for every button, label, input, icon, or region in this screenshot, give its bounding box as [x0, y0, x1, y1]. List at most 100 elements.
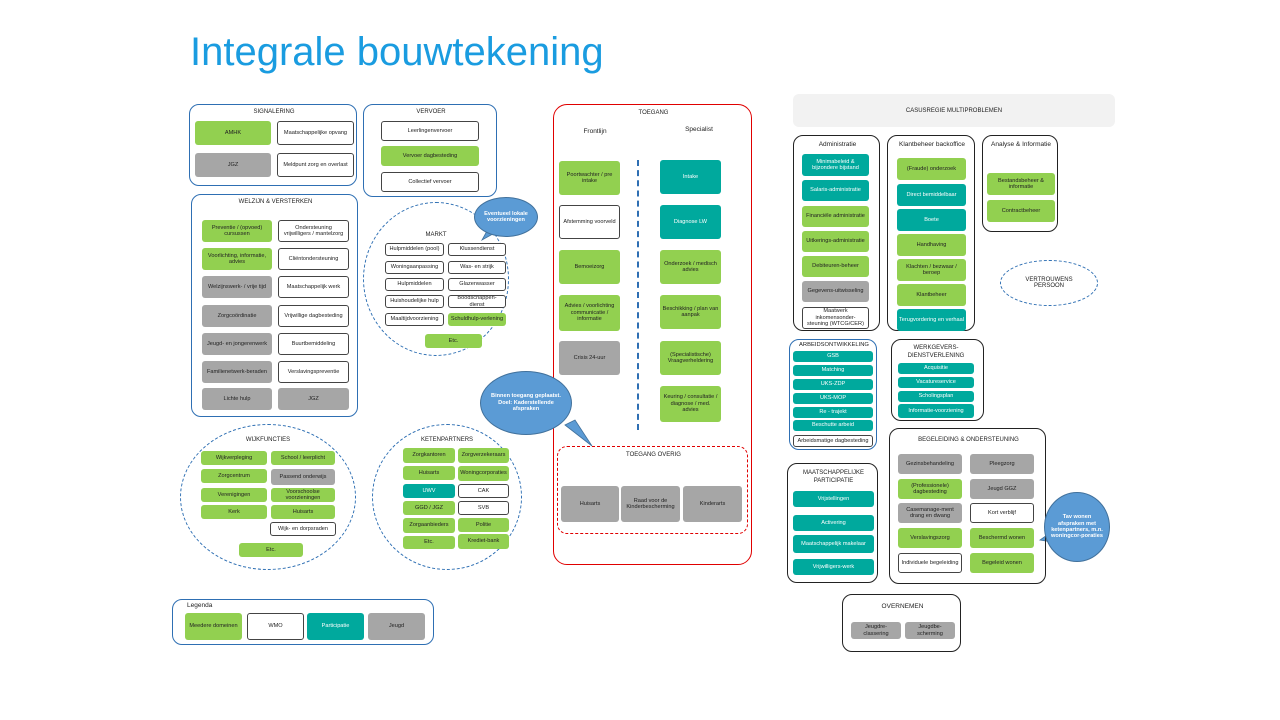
node-huisarts-keten[interactable]: Huisarts	[403, 466, 455, 480]
node-klantbeheer[interactable]: Klantbeheer	[897, 284, 966, 306]
node-meldpunt-zorg[interactable]: Meldpunt zorg en overlast	[277, 153, 354, 177]
node-jeugd-ggz[interactable]: Jeugd GGZ	[970, 479, 1034, 499]
node-maatschappelijk-werk[interactable]: Maatschappelijk werk	[278, 276, 349, 298]
node-keten-etc[interactable]: Etc.	[403, 536, 455, 549]
node-school-leerplicht[interactable]: School / leerplicht	[271, 451, 335, 465]
node-wijk-dorpsraden[interactable]: Wijk- en dorpsraden	[270, 522, 336, 536]
node-politie[interactable]: Politie	[458, 518, 509, 532]
node-klachten-bezwaar[interactable]: Klachten / bezwaar / beroep	[897, 259, 966, 281]
node-markt-etc[interactable]: Etc.	[425, 334, 482, 348]
node-wijk-etc[interactable]: Etc.	[239, 543, 303, 557]
node-glazenwasser[interactable]: Glazenwasser	[448, 278, 506, 291]
node-handhaving[interactable]: Handhaving	[897, 234, 966, 256]
node-activering[interactable]: Activering	[793, 515, 874, 531]
node-bestandsbeheer[interactable]: Bestandsbeheer & informatie	[987, 173, 1055, 195]
node-zorgcoordinatie[interactable]: Zorgcoördinatie	[202, 305, 272, 327]
node-maatschappelijke-opvang[interactable]: Maatschappelijke opvang	[277, 121, 354, 145]
node-minimabeleid[interactable]: Minimabeleid & bijzondere bijstand	[802, 154, 869, 176]
node-beschikking[interactable]: Beschikking / plan van aanpak	[660, 295, 721, 329]
node-boodschappendienst[interactable]: Boodschappen-dienst	[448, 295, 506, 308]
node-jeugdreclassering[interactable]: Jeugdre-classering	[851, 622, 901, 639]
node-zorgcentrum[interactable]: Zorgcentrum	[201, 469, 267, 483]
node-bemoeizorg[interactable]: Bemoeizorg	[559, 250, 620, 284]
node-diagnose-lw[interactable]: Diagnose LW	[660, 205, 721, 239]
node-wijkverpleging[interactable]: Wijkverpleging	[201, 451, 267, 465]
node-re-trajekt[interactable]: Re - trajekt	[793, 407, 873, 418]
node-terugvordering[interactable]: Terugvordering en verhaal	[897, 309, 966, 331]
node-welzijnswerk[interactable]: Welzijnswerk- / vrije tijd	[202, 276, 272, 298]
node-vacatureservice[interactable]: Vacatureservice	[898, 377, 974, 388]
node-huishoudelijke-hulp[interactable]: Huishoudelijke hulp	[385, 295, 444, 308]
node-huisarts-toegang[interactable]: Huisarts	[561, 486, 619, 522]
node-woningcorporaties[interactable]: Woningcorporaties	[458, 466, 509, 481]
node-individuele-begeleiding[interactable]: Individuele begeleiding	[898, 553, 962, 573]
node-gegevensuitwisseling[interactable]: Gegevens-uitwisseling	[802, 281, 869, 302]
node-acquisitie[interactable]: Acquisitie	[898, 363, 974, 374]
node-contractbeheer[interactable]: Contractbeheer	[987, 200, 1055, 222]
node-professionele-dagbesteding[interactable]: (Professionele) dagbesteding	[898, 479, 962, 499]
node-klussendienst[interactable]: Klussendienst	[448, 243, 506, 256]
node-jeugdbescherming[interactable]: Jeugdbe-scherming	[905, 622, 955, 639]
node-gsb[interactable]: GSB	[793, 351, 873, 362]
node-uwv[interactable]: UWV	[403, 484, 455, 498]
node-vrijstellingen[interactable]: Vrijstellingen	[793, 491, 874, 507]
node-crisis-24-uur[interactable]: Crisis 24-uur	[559, 341, 620, 375]
node-amhk[interactable]: AMHK	[195, 121, 271, 145]
node-uks-zdp[interactable]: UKS-ZDP	[793, 379, 873, 390]
node-debiteurenbeheer[interactable]: Debiteuren-beheer	[802, 256, 869, 277]
node-vrijwillige-dagbesteding[interactable]: Vrijwillige dagbesteding	[278, 305, 349, 327]
node-lichte-hulp[interactable]: Lichte hulp	[202, 388, 272, 410]
node-raad-kinderbescherming[interactable]: Raad voor de Kinderbescherming	[621, 486, 680, 522]
node-was-strijk[interactable]: Was- en strijk	[448, 261, 506, 274]
node-svb[interactable]: SVB	[458, 501, 509, 515]
node-vervoer-dagbesteding[interactable]: Vervoer dagbesteding	[381, 146, 479, 166]
node-matching[interactable]: Matching	[793, 365, 873, 376]
node-pleegzorg[interactable]: Pleegzorg	[970, 454, 1034, 474]
node-jgz-signalering[interactable]: JGZ	[195, 153, 271, 177]
node-intake[interactable]: Intake	[660, 160, 721, 194]
node-buurtbemiddeling[interactable]: Buurtbemiddeling	[278, 333, 349, 355]
node-begeleid-wonen[interactable]: Begeleid wonen	[970, 553, 1034, 573]
node-informatievoorziening[interactable]: Informatie-voorziening	[898, 404, 974, 418]
node-leerlingenvervoer[interactable]: Leerlingenvervoer	[381, 121, 479, 141]
node-keuring[interactable]: Keuring / consultatie / diagnose / med. …	[660, 386, 721, 422]
node-woningaanpassing[interactable]: Woningaanpassing	[385, 261, 444, 274]
node-financiele-administratie[interactable]: Financiële administratie	[802, 206, 869, 227]
node-ggd-jgz[interactable]: GGD / JGZ	[403, 501, 455, 515]
node-afstemming-voorveld[interactable]: Afstemming voorveld	[559, 205, 620, 239]
node-clientondersteuning[interactable]: Cliëntondersteuning	[278, 248, 349, 270]
node-salarisadministratie[interactable]: Salaris-administratie	[802, 180, 869, 201]
node-zorgaanbieders[interactable]: Zorgaanbieders	[403, 518, 455, 533]
node-beschermd-wonen[interactable]: Beschermd wonen	[970, 528, 1034, 548]
node-onderzoek-medisch[interactable]: Onderzoek / medisch advies	[660, 250, 721, 284]
node-preventie[interactable]: Preventie / (opvoed) cursussen	[202, 220, 272, 242]
node-voorschoolse-voorzieningen[interactable]: Voorschoolse voorzieningen	[271, 488, 335, 502]
node-familienetwerk[interactable]: Familienetwerk-beraden	[202, 361, 272, 383]
node-scholingsplan[interactable]: Scholingsplan	[898, 391, 974, 402]
node-collectief-vervoer[interactable]: Collectief vervoer	[381, 172, 479, 192]
node-schuldhulpverlening[interactable]: Schuldhulp-verlening	[448, 313, 506, 326]
node-zorgkantoren[interactable]: Zorgkantoren	[403, 448, 455, 463]
node-kinderarts[interactable]: Kinderarts	[683, 486, 742, 522]
node-boete[interactable]: Boete	[897, 209, 966, 231]
node-advies-voorlichting[interactable]: Advies / voorlichting communicatie / inf…	[559, 295, 620, 331]
node-poortwachter[interactable]: Poortwachter / pre intake	[559, 161, 620, 195]
node-hulpmiddelen-pool[interactable]: Hulpmiddelen (pool)	[385, 243, 444, 256]
node-casemanagement[interactable]: Casemanage-ment drang en dwang	[898, 503, 962, 523]
node-verenigingen[interactable]: Verenigingen	[201, 488, 267, 502]
node-verslavingszorg[interactable]: Verslavingszorg	[898, 528, 962, 548]
node-maatschappelijk-makelaar[interactable]: Maatschappelijk makelaar	[793, 535, 874, 553]
node-beschutte-arbeid[interactable]: Beschutte arbeid	[793, 420, 873, 431]
node-vrijwilligerswerk[interactable]: Vrijwilligers-werk	[793, 559, 874, 575]
node-kort-verblijf[interactable]: Kort verblijf	[970, 503, 1034, 523]
node-hulpmiddelen[interactable]: Hulpmiddelen	[385, 278, 444, 291]
node-voorlichting[interactable]: Voorlichting, informatie, advies	[202, 248, 272, 270]
node-passend-onderwijs[interactable]: Passend onderwijs	[271, 469, 335, 485]
node-jeugd-jongerenwerk[interactable]: Jeugd- en jongerenwerk	[202, 333, 272, 355]
node-kerk[interactable]: Kerk	[201, 505, 267, 519]
node-gezinsbehandeling[interactable]: Gezinsbehandeling	[898, 454, 962, 474]
node-jgz-welzijn[interactable]: JGZ	[278, 388, 349, 410]
node-arbeidsmatige-dagbesteding[interactable]: Arbeidsmatige dagbesteding	[793, 435, 873, 447]
node-cak[interactable]: CAK	[458, 484, 509, 498]
node-vraagverheldering[interactable]: (Specialistische) Vraagverheldering	[660, 341, 721, 375]
